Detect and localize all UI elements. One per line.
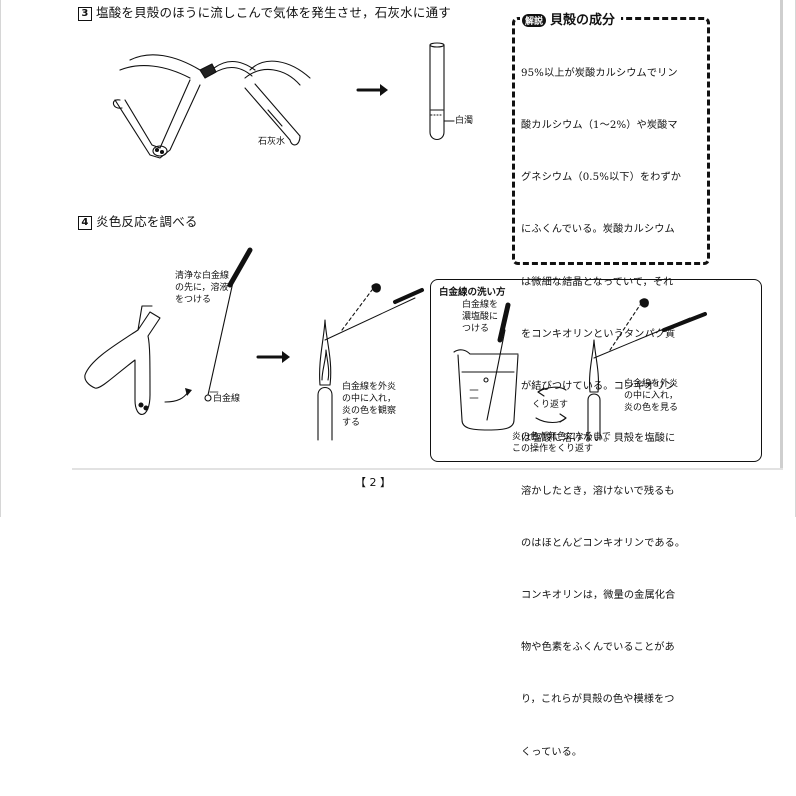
- test-tube-cloudy: [429, 42, 455, 141]
- inset-cleaning-box: [430, 279, 762, 462]
- section-4-heading: 4 炎色反応を調べる: [78, 211, 198, 230]
- label-cloudy: 白濁: [455, 116, 474, 126]
- label-until-colorless: 炎の色が無色になるまで この操作をくり返す: [512, 432, 612, 454]
- commentary-header: 解説貝殻の成分: [520, 9, 622, 28]
- section-3-number: 3: [78, 6, 92, 21]
- commentary-line: をコンキオリンというタンパク質: [521, 328, 676, 340]
- inset-burner: [587, 298, 707, 441]
- label-platinum-wire: 白金線: [213, 394, 241, 404]
- section-3-title: 塩酸を貝殻のほうに流しこんで気体を発生させ，石灰水に通す: [96, 5, 451, 20]
- inset-title: 白金線の洗い方: [439, 287, 506, 298]
- commentary-line: り，これらが貝殻の色や模様をつ: [521, 694, 675, 706]
- label-observe-flame: 白金線を外炎 の中に入れ， 炎の色を観察 する: [342, 382, 397, 428]
- page-number: 【 2 】: [355, 476, 391, 489]
- commentary-line: は微細な結晶となっていて，それ: [521, 276, 674, 288]
- beaker-acid: [453, 302, 519, 431]
- commentary-box: [512, 17, 710, 265]
- commentary-line: は塩酸に溶けない。貝殻を塩酸に: [521, 433, 676, 445]
- commentary-line: にふくんでいる。炭酸カルシウム: [521, 224, 675, 236]
- commentary-line: が結びつけている。コンキオリン: [521, 381, 676, 393]
- experiment-illustrations: [84, 42, 707, 441]
- commentary-line: 95%以上が炭酸カルシウムでリン: [521, 67, 678, 79]
- burner-flame: [317, 283, 424, 441]
- document-page: 3 塩酸を貝殻のほうに流しこんで気体を発生させ，石灰水に通す 4 炎色反応を調べる: [0, 0, 796, 758]
- commentary-line: のはほとんどコンキオリンである。: [521, 537, 686, 549]
- y-tube-sample: [84, 305, 192, 415]
- label-clean-wire: 清浄な白金線 の先に，溶液 をつける: [175, 271, 230, 305]
- label-limewater: 石灰水: [258, 137, 286, 147]
- repeat-arrows: [535, 386, 567, 424]
- section-3-heading: 3 塩酸を貝殻のほうに流しこんで気体を発生させ，石灰水に通す: [78, 2, 451, 21]
- commentary-line: グネシウム（0.5%以下）をわずか: [521, 172, 682, 184]
- label-dip-acid: 白金線を 濃塩酸に つける: [462, 300, 499, 334]
- page-shadow-bottom: [72, 468, 783, 470]
- page-shadow-right: [780, 0, 783, 470]
- commentary-title: 貝殻の成分: [550, 13, 616, 28]
- label-repeat: くり返す: [532, 400, 569, 410]
- y-tube-figure: [112, 54, 311, 159]
- platinum-wire-holder: [204, 247, 253, 402]
- page-border-left: [0, 0, 1, 517]
- commentary-line: くっている。: [521, 746, 583, 758]
- commentary-line: 物や色素をふくんでいることがあ: [521, 642, 675, 654]
- section-4-title: 炎色反応を調べる: [96, 214, 198, 229]
- commentary-badge: 解説: [522, 14, 547, 27]
- section-4-number: 4: [78, 215, 92, 230]
- commentary-line: 酸カルシウム（1～2%）や炭酸マ: [521, 120, 678, 132]
- commentary-line: コンキオリンは，微量の金属化合: [521, 590, 676, 601]
- commentary-line: 溶かしたとき，溶けないで残るも: [521, 485, 675, 497]
- label-see-flame: 白金線を外炎 の中に入れ， 炎の色を見る: [624, 379, 679, 413]
